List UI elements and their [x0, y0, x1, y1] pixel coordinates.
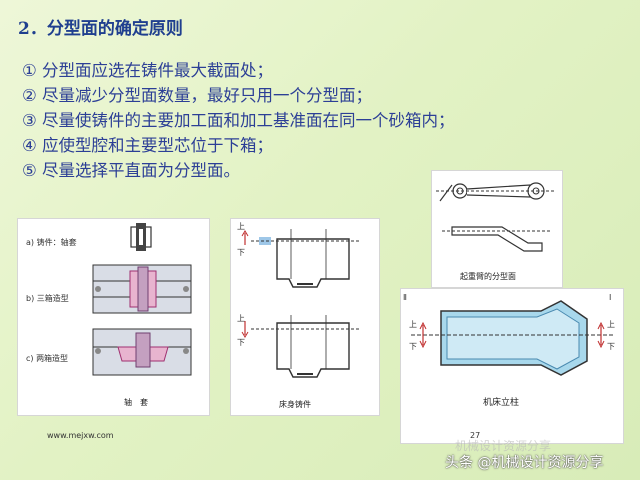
label-upper: 上	[237, 314, 245, 323]
label-two-box: c) 两箱造型	[26, 354, 69, 363]
label-upper: 上	[237, 222, 245, 231]
label-lower: 下	[607, 342, 615, 351]
label-upper: 上	[607, 320, 615, 329]
label-lower: 下	[237, 248, 245, 257]
principle-item: ① 分型面应选在铸件最大截面处；	[22, 61, 274, 80]
figure-caption: 轴 套	[124, 398, 148, 407]
figure-caption: 机床立柱	[483, 398, 520, 408]
label-upper: 上	[409, 320, 417, 329]
label-lower: 下	[409, 342, 417, 351]
axle-sleeve-drawing	[92, 223, 192, 376]
bed-casting-figure: 上 下 上 下 床身铸件	[230, 218, 380, 416]
principle-item: ② 尽量减少分型面数量，最好只用一个分型面；	[22, 86, 373, 105]
principles-list: ① 分型面应选在铸件最大截面处； ② 尽量减少分型面数量，最好只用一个分型面； …	[22, 58, 455, 183]
label-lower: 下	[237, 338, 245, 347]
column-drawing	[411, 300, 613, 376]
label-three-box: b) 三箱造型	[26, 294, 69, 303]
footer-url: www.mejxw.com	[47, 431, 114, 440]
crane-arm-figure: 起重臂的分型面	[431, 170, 563, 288]
label-mark-right: Ⅰ	[609, 293, 612, 302]
crane-arm-drawing	[436, 182, 556, 252]
watermark: 头条 @机械设计资源分享	[445, 452, 603, 472]
axle-sleeve-figure: a) 铸件：轴套 b) 三箱造型 c) 两箱造型 轴 套	[17, 218, 210, 416]
bed-casting-drawing	[241, 229, 359, 378]
principle-item: ④ 应使型腔和主要型芯位于下箱；	[22, 136, 274, 155]
figure-caption: 床身铸件	[279, 400, 311, 409]
principle-item: ③ 尽量使铸件的主要加工面和加工基准面在同一个砂箱内；	[22, 111, 455, 130]
label-casting-sleeve: a) 铸件：轴套	[26, 238, 77, 247]
faint-watermark: 机械设计资源分享	[455, 439, 552, 453]
column-figure: Ⅱ Ⅰ 上 下 上 下 机床立柱	[400, 288, 624, 444]
label-mark-left: Ⅱ	[403, 293, 407, 302]
slide-title: 2．分型面的确定原则	[18, 19, 183, 39]
page-number: 27	[470, 431, 481, 440]
principle-item: ⑤ 尽量选择平直面为分型面。	[22, 161, 241, 180]
figure-caption: 起重臂的分型面	[460, 272, 516, 281]
watermark-text: 头条 @机械设计资源分享	[445, 455, 604, 471]
